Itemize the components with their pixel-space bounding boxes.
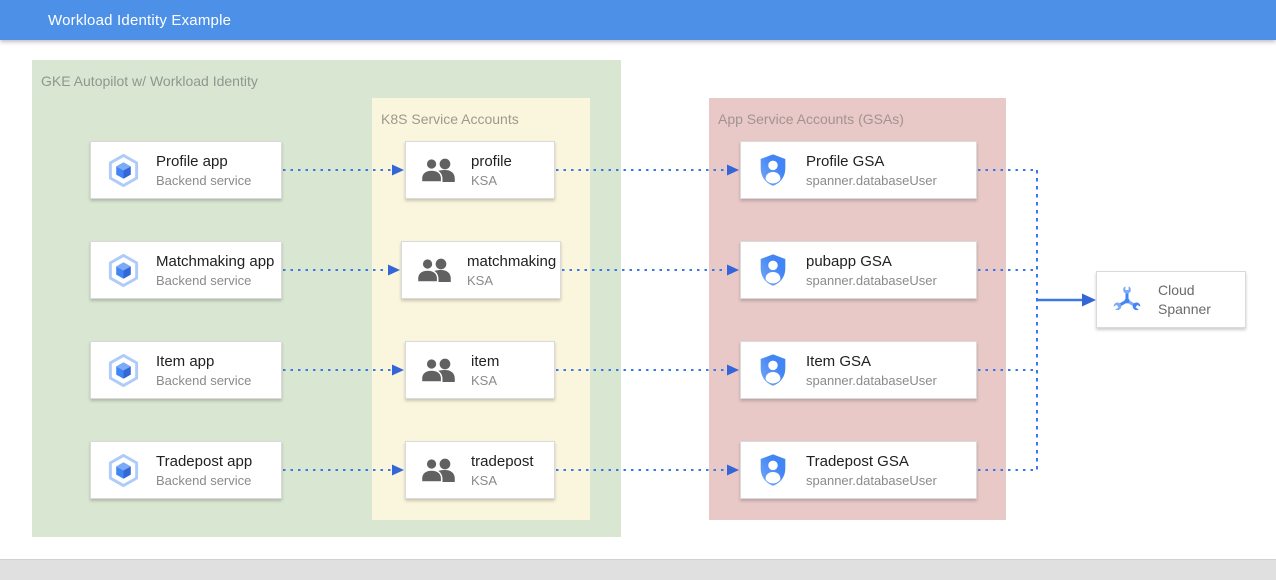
people-icon [419, 157, 457, 183]
ksa-region-title: K8S Service Accounts [381, 111, 519, 127]
shield-person-icon [754, 153, 792, 187]
node-subtitle: spanner.databaseUser [806, 372, 937, 388]
gke-app-icon [104, 453, 142, 488]
cloud-spanner-wrench-icon [1111, 285, 1143, 315]
node-subtitle: spanner.databaseUser [806, 172, 937, 188]
node-subtitle: Backend service [156, 172, 252, 188]
gke-app-icon [104, 253, 142, 288]
node-subtitle: spanner.databaseUser [806, 272, 937, 288]
node-title: profile [471, 152, 512, 170]
gsa-region-title: App Service Accounts (GSAs) [718, 111, 904, 127]
node-title: Profile GSA [806, 152, 885, 170]
gke-app-icon [104, 353, 142, 388]
node-title: Item GSA [806, 352, 872, 370]
gsa-node-item: Item GSA spanner.databaseUser [740, 341, 977, 399]
shield-person-icon [754, 253, 792, 287]
node-title: matchmaking [467, 252, 557, 270]
arrow-bus-to-spanner [1037, 293, 1096, 307]
page-title: Workload Identity Example [48, 11, 232, 29]
gsa-node-tradepost: Tradepost GSA spanner.databaseUser [740, 441, 977, 499]
title-bar: Workload Identity Example [0, 0, 1276, 40]
people-icon [419, 457, 457, 483]
node-subtitle: KSA [471, 172, 498, 188]
node-title: item [471, 352, 500, 370]
gke-app-icon [104, 153, 142, 188]
node-title: Tradepost app [156, 452, 253, 470]
gke-region-title: GKE Autopilot w/ Workload Identity [41, 73, 258, 89]
node-title: Profile app [156, 152, 228, 170]
node-title: Item app [156, 352, 215, 370]
node-subtitle: Backend service [156, 272, 252, 288]
node-title: pubapp GSA [806, 252, 892, 270]
shield-person-icon [754, 453, 792, 487]
cloud-spanner-node: Cloud Spanner [1096, 271, 1246, 328]
node-subtitle: KSA [471, 372, 498, 388]
gsa-node-pubapp: pubapp GSA spanner.databaseUser [740, 241, 977, 299]
node-subtitle: spanner.databaseUser [806, 472, 937, 488]
people-icon [419, 357, 457, 383]
footer-bar [0, 559, 1276, 580]
node-title: Tradepost GSA [806, 452, 909, 470]
node-title: Cloud Spanner [1158, 281, 1211, 317]
node-subtitle: Backend service [156, 472, 252, 488]
node-subtitle: KSA [471, 472, 498, 488]
node-title: tradepost [471, 452, 534, 470]
people-icon [415, 257, 453, 283]
node-subtitle: Backend service [156, 372, 252, 388]
node-title: Matchmaking app [156, 252, 275, 270]
gsa-node-profile: Profile GSA spanner.databaseUser [740, 141, 977, 199]
shield-person-icon [754, 353, 792, 387]
node-subtitle: KSA [467, 272, 494, 288]
